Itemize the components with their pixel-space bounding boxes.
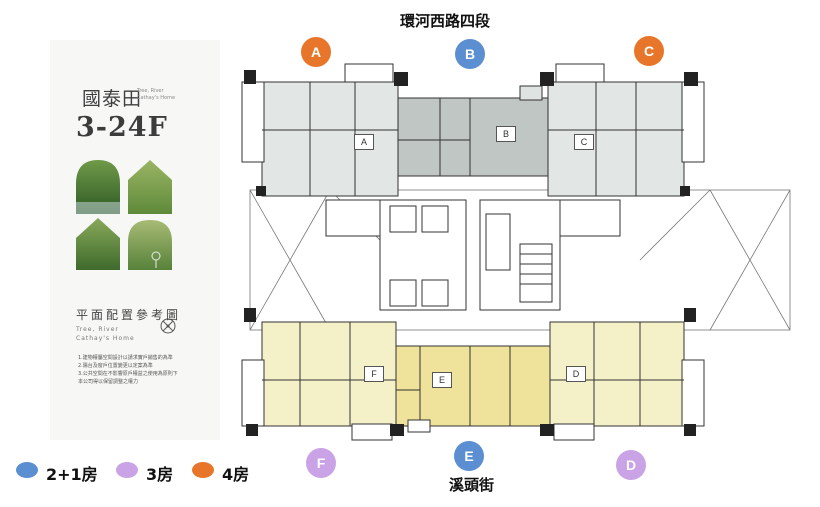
unit-label-c: C [574, 134, 594, 150]
unit-a-area [241, 63, 399, 197]
legend-dot-three-room [116, 462, 138, 478]
badge-unit-e: E [454, 441, 484, 471]
legend-dot-four-room [192, 462, 214, 478]
north-street-name: 環河西路四段 [400, 12, 491, 30]
badge-unit-c: C [634, 36, 664, 66]
unit-b-area [397, 85, 549, 177]
plan-subtitle: Tree, River Cathay's Home [76, 326, 135, 342]
legend-label-four-room: 4房 [222, 465, 250, 484]
unit-e-area [395, 345, 551, 433]
floor-range: 3-24F [76, 112, 168, 143]
badge-unit-b: B [455, 39, 485, 69]
unit-label-e: E [432, 372, 452, 388]
brand-tagline: Tree, River Cathay's Home [137, 88, 176, 101]
south-street-name: 溪頭街 [449, 476, 495, 494]
legend-label-two-plus-one: 2+1房 [46, 465, 98, 484]
plan-title: 平面配置參考圖 [76, 308, 182, 322]
badge-unit-a: A [301, 37, 331, 67]
structural-columns [244, 70, 698, 436]
badge-unit-d: D [616, 450, 646, 480]
building-core [325, 199, 621, 311]
plan-notes: 1.建物權屬空間設計以請求實戶銷售的為準 2.陽台及窗戶位置變更以定案為準 3.… [78, 355, 178, 385]
unit-label-f: F [364, 366, 384, 382]
unit-label-d: D [566, 366, 586, 382]
brand-logo-text: 國泰田 [82, 88, 143, 110]
legend-label-three-room: 3房 [146, 465, 174, 484]
unit-label-b: B [496, 126, 516, 142]
unit-c-area [547, 63, 705, 197]
legend-dot-two-plus-one [16, 462, 38, 478]
badge-unit-f: F [306, 448, 336, 478]
unit-label-a: A [354, 134, 374, 150]
